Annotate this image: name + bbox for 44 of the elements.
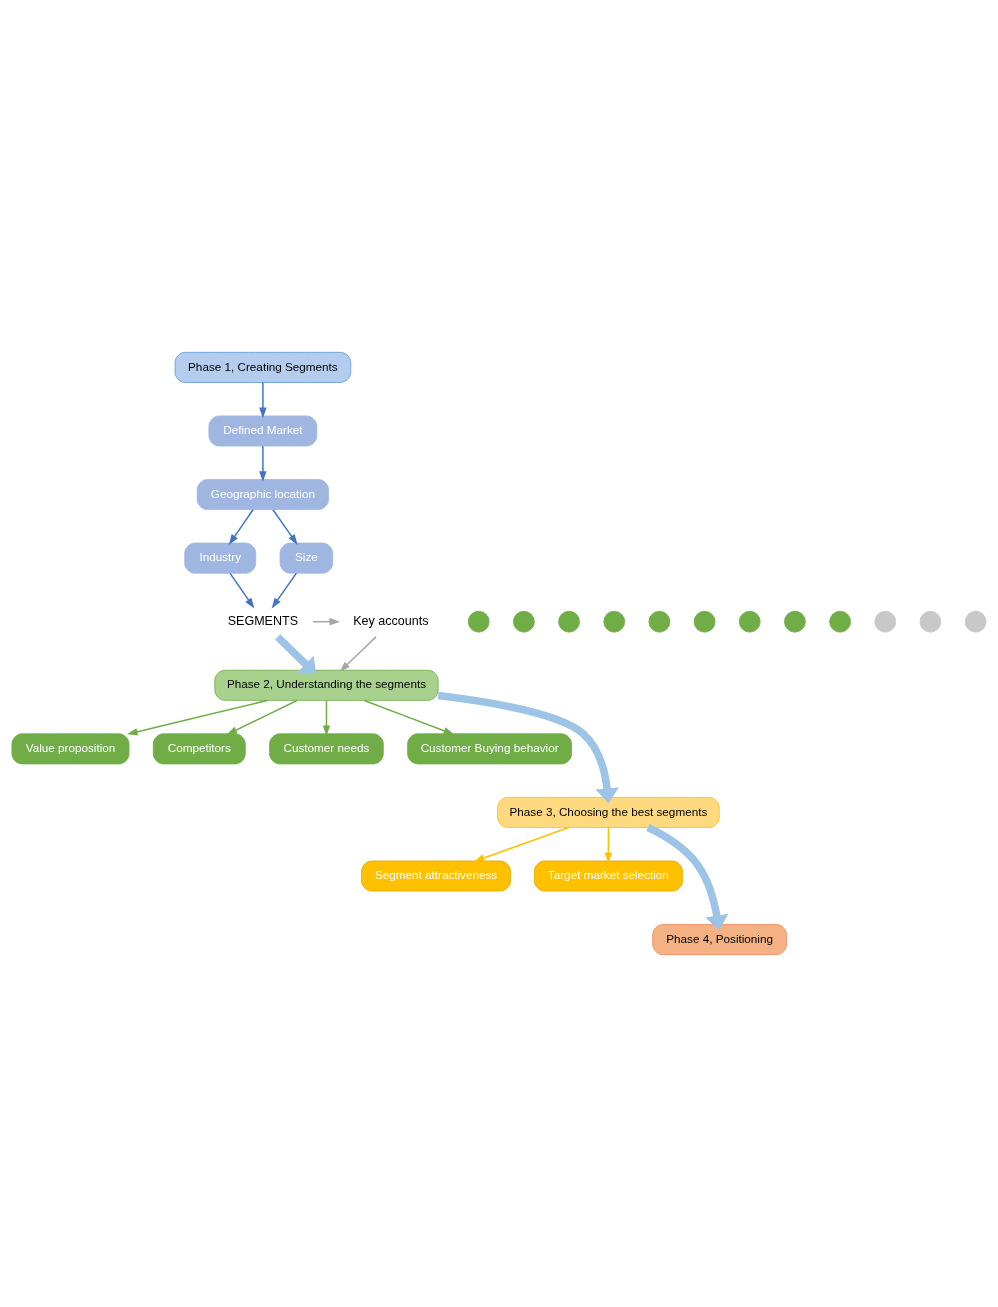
- node-box: Geographic location: [196, 479, 329, 511]
- node-circle: [964, 610, 987, 633]
- arrow: [228, 509, 254, 545]
- node-circle: [648, 610, 671, 633]
- arrow: [229, 572, 255, 609]
- node-text: SEGMENTS: [227, 613, 299, 628]
- node-box: Value proposition: [11, 733, 130, 765]
- node-box: Size: [279, 542, 334, 574]
- arrow: [646, 824, 729, 931]
- node-box: Customer needs: [269, 733, 384, 765]
- node-box: Customer Buying behavior: [407, 733, 572, 765]
- node-circle: [603, 610, 626, 633]
- node-circle: [738, 610, 761, 633]
- arrow: [363, 699, 455, 735]
- node-circle: [919, 610, 942, 633]
- arrow: [272, 509, 298, 545]
- node-box: Industry: [184, 542, 257, 574]
- arrow: [437, 691, 619, 804]
- arrow: [226, 699, 298, 735]
- node-circle: [829, 610, 851, 633]
- node-circle: [874, 610, 897, 633]
- node-box: Segment attractiveness: [361, 860, 511, 892]
- node-circle: [558, 610, 580, 633]
- arrow: [127, 699, 269, 736]
- node-circle: [467, 610, 490, 633]
- node-box: Phase 3, Choosing the best segments: [497, 796, 720, 828]
- node-box: Competitors: [152, 733, 246, 765]
- arrow: [259, 445, 267, 482]
- node-text: Key accounts: [353, 613, 429, 628]
- arrow: [275, 634, 317, 675]
- arrow: [271, 572, 298, 609]
- node-circle: [693, 610, 716, 633]
- node-box: Phase 4, Positioning: [652, 924, 787, 956]
- arrow: [604, 826, 613, 864]
- node-circle: [513, 610, 535, 633]
- node-box: Defined Market: [208, 415, 318, 447]
- node-circle: [784, 610, 806, 633]
- arrow: [339, 636, 377, 672]
- node-box: Phase 1, Creating Segments: [174, 351, 352, 383]
- arrow: [322, 699, 331, 737]
- node-box: Target market selection: [533, 860, 683, 892]
- arrow: [473, 826, 570, 862]
- arrow: [259, 381, 267, 419]
- node-box: Phase 2, Understanding the segments: [214, 669, 439, 701]
